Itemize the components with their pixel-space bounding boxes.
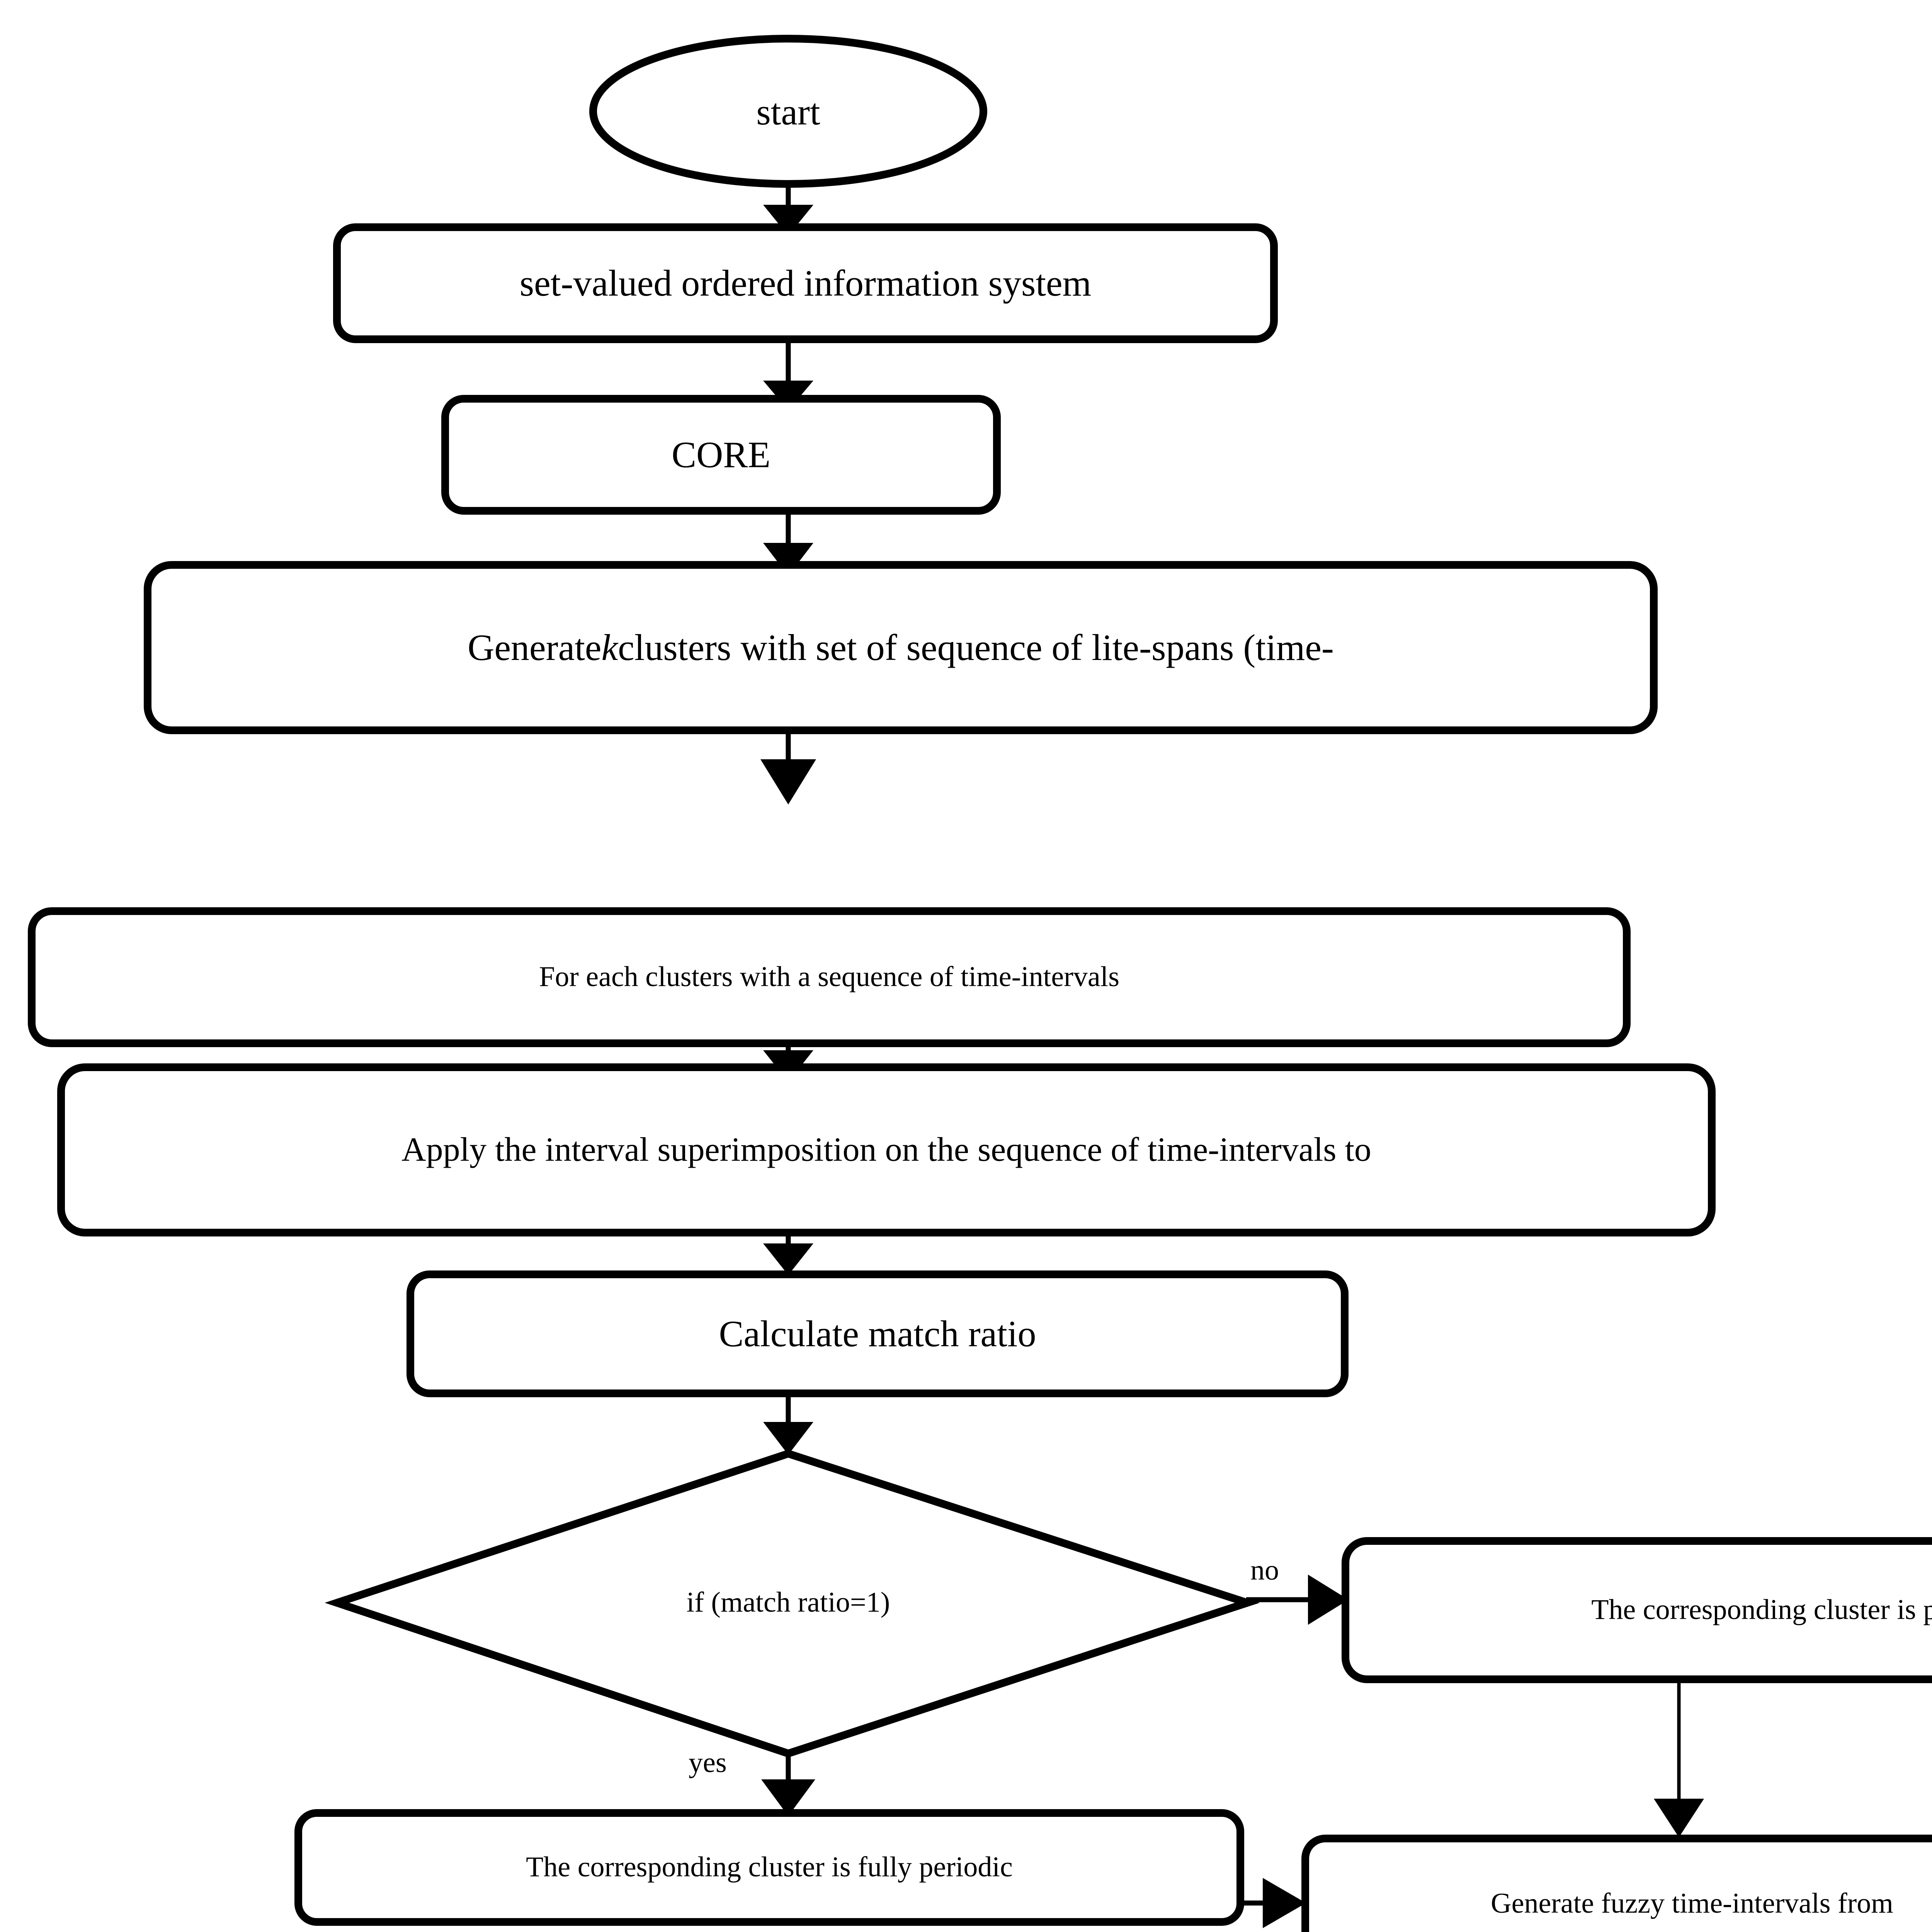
node-partially[interactable]	[1342, 1537, 1932, 1683]
edge-calc-ratio-to-decision	[763, 1393, 813, 1455]
edge-fully-periodic-to-generate-fuzzy	[1238, 1878, 1306, 1928]
node-generate-clusters[interactable]	[144, 561, 1658, 734]
edge-partially-to-generate-fuzzy	[1654, 1679, 1704, 1837]
node-calc-ratio[interactable]	[406, 1270, 1349, 1397]
edge-decision-to-fully-periodic	[761, 1752, 815, 1816]
node-start[interactable]	[589, 35, 987, 188]
edge-generate-clusters-to-for-each	[760, 730, 816, 804]
node-generate-fuzzy[interactable]	[1301, 1835, 1932, 1932]
node-fully-periodic[interactable]	[294, 1809, 1244, 1926]
edge-core-to-generate-clusters	[763, 511, 813, 576]
edge-decision-to-partially	[1246, 1575, 1349, 1625]
node-apply-superimposition[interactable]	[57, 1063, 1716, 1236]
edge-apply-to-calc-ratio	[763, 1233, 813, 1275]
node-for-each[interactable]	[28, 907, 1631, 1047]
node-core[interactable]	[441, 395, 1001, 515]
node-decision[interactable]	[325, 1449, 1260, 1758]
node-svois[interactable]	[333, 223, 1278, 343]
